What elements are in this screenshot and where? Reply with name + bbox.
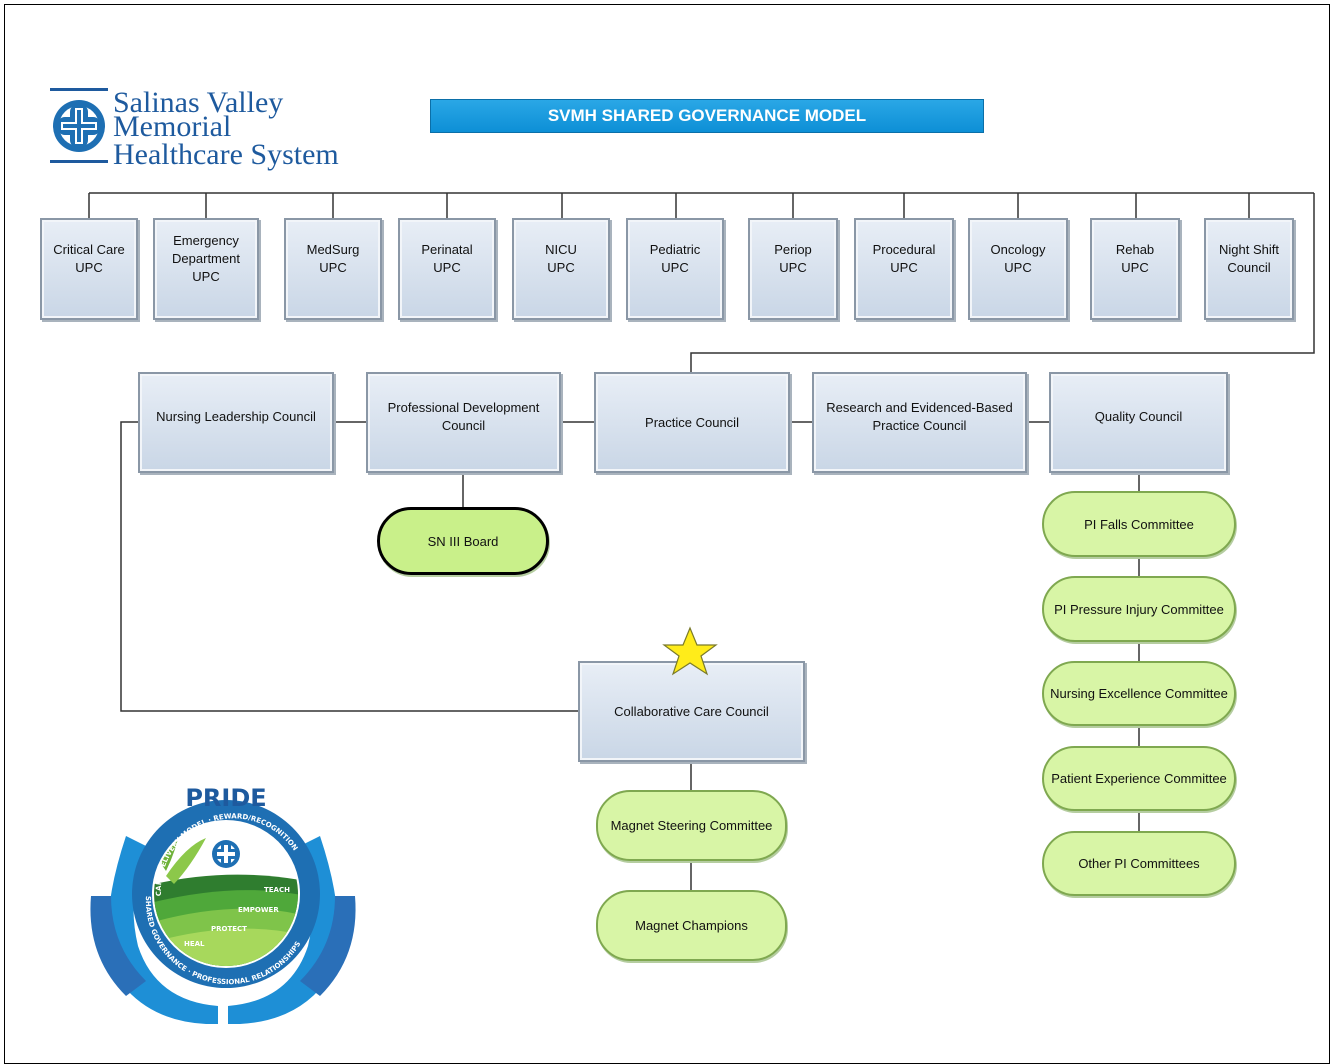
- upc-label: Perinatal UPC: [421, 242, 473, 275]
- upc-label: MedSurg UPC: [306, 242, 360, 275]
- upc-label: Periop UPC: [774, 242, 812, 275]
- upc-label: Oncology UPC: [990, 242, 1046, 275]
- pride-word-empower: EMPOWER: [238, 906, 279, 914]
- council-label: Professional Development Council: [387, 399, 540, 433]
- night-shift-council: Night Shift Council: [1204, 218, 1294, 320]
- upc-procedural: Procedural UPC: [854, 218, 954, 320]
- council-label: Quality Council: [1094, 408, 1183, 424]
- collaborative-care-council: Collaborative Care Council: [578, 661, 805, 762]
- pride-word-teach: TEACH: [264, 886, 290, 894]
- upc-label: Emergency Department UPC: [172, 233, 240, 284]
- upc-label: Night Shift Council: [1219, 242, 1279, 275]
- magnet-champions: Magnet Champions: [596, 890, 787, 961]
- magnet-steering-committee: Magnet Steering Committee: [596, 790, 787, 861]
- upc-critical-care: Critical Care UPC: [40, 218, 138, 320]
- pride-logo: PRIDE CARE DELIVERY MODEL · REWARD/RECOG…: [90, 784, 356, 1024]
- upc-periop: Periop UPC: [748, 218, 838, 320]
- page-title: SVMH SHARED GOVERNANCE MODEL: [430, 99, 984, 133]
- quality-council: Quality Council: [1049, 372, 1228, 473]
- research-ebp-council: Research and Evidenced-Based Practice Co…: [812, 372, 1027, 473]
- upc-label: Pediatric UPC: [649, 242, 701, 275]
- patient-experience-committee: Patient Experience Committee: [1042, 746, 1236, 811]
- upc-pediatric: Pediatric UPC: [626, 218, 724, 320]
- pride-word-protect: PROTECT: [211, 925, 247, 933]
- practice-council: Practice Council: [594, 372, 790, 473]
- upc-medsurg: MedSurg UPC: [284, 218, 382, 320]
- logo-line-2: Memorial: [113, 110, 232, 143]
- star-icon: [662, 626, 718, 676]
- other-pi-committees: Other PI Committees: [1042, 831, 1236, 896]
- professional-development-council: Professional Development Council: [366, 372, 561, 473]
- upc-nicu: NICU UPC: [512, 218, 610, 320]
- nursing-excellence-committee: Nursing Excellence Committee: [1042, 661, 1236, 726]
- upc-label: NICU UPC: [545, 242, 577, 275]
- upc-rehab: Rehab UPC: [1090, 218, 1180, 320]
- logo-line-3: Healthcare System: [113, 138, 339, 171]
- upc-label: Critical Care UPC: [53, 242, 125, 275]
- pi-falls-committee: PI Falls Committee: [1042, 491, 1236, 557]
- logo-line-1: Salinas Valley: [113, 86, 284, 119]
- pride-word-heal: HEAL: [184, 940, 205, 948]
- council-label: Nursing Leadership Council: [156, 408, 316, 424]
- upc-label: Rehab UPC: [1115, 242, 1155, 275]
- nursing-leadership-council: Nursing Leadership Council: [138, 372, 334, 473]
- upc-emergency: Emergency Department UPC: [153, 218, 259, 320]
- sn-iii-board: SN III Board: [377, 507, 549, 575]
- upc-oncology: Oncology UPC: [968, 218, 1068, 320]
- pride-title: PRIDE: [185, 784, 266, 812]
- pi-pressure-injury-committee: PI Pressure Injury Committee: [1042, 576, 1236, 642]
- council-label: Research and Evidenced-Based Practice Co…: [826, 399, 1013, 433]
- cross-logo-icon: [50, 88, 108, 163]
- upc-label: Procedural UPC: [872, 242, 936, 275]
- council-label: Practice Council: [645, 414, 739, 430]
- upc-perinatal: Perinatal UPC: [398, 218, 496, 320]
- council-label: Collaborative Care Council: [614, 703, 769, 719]
